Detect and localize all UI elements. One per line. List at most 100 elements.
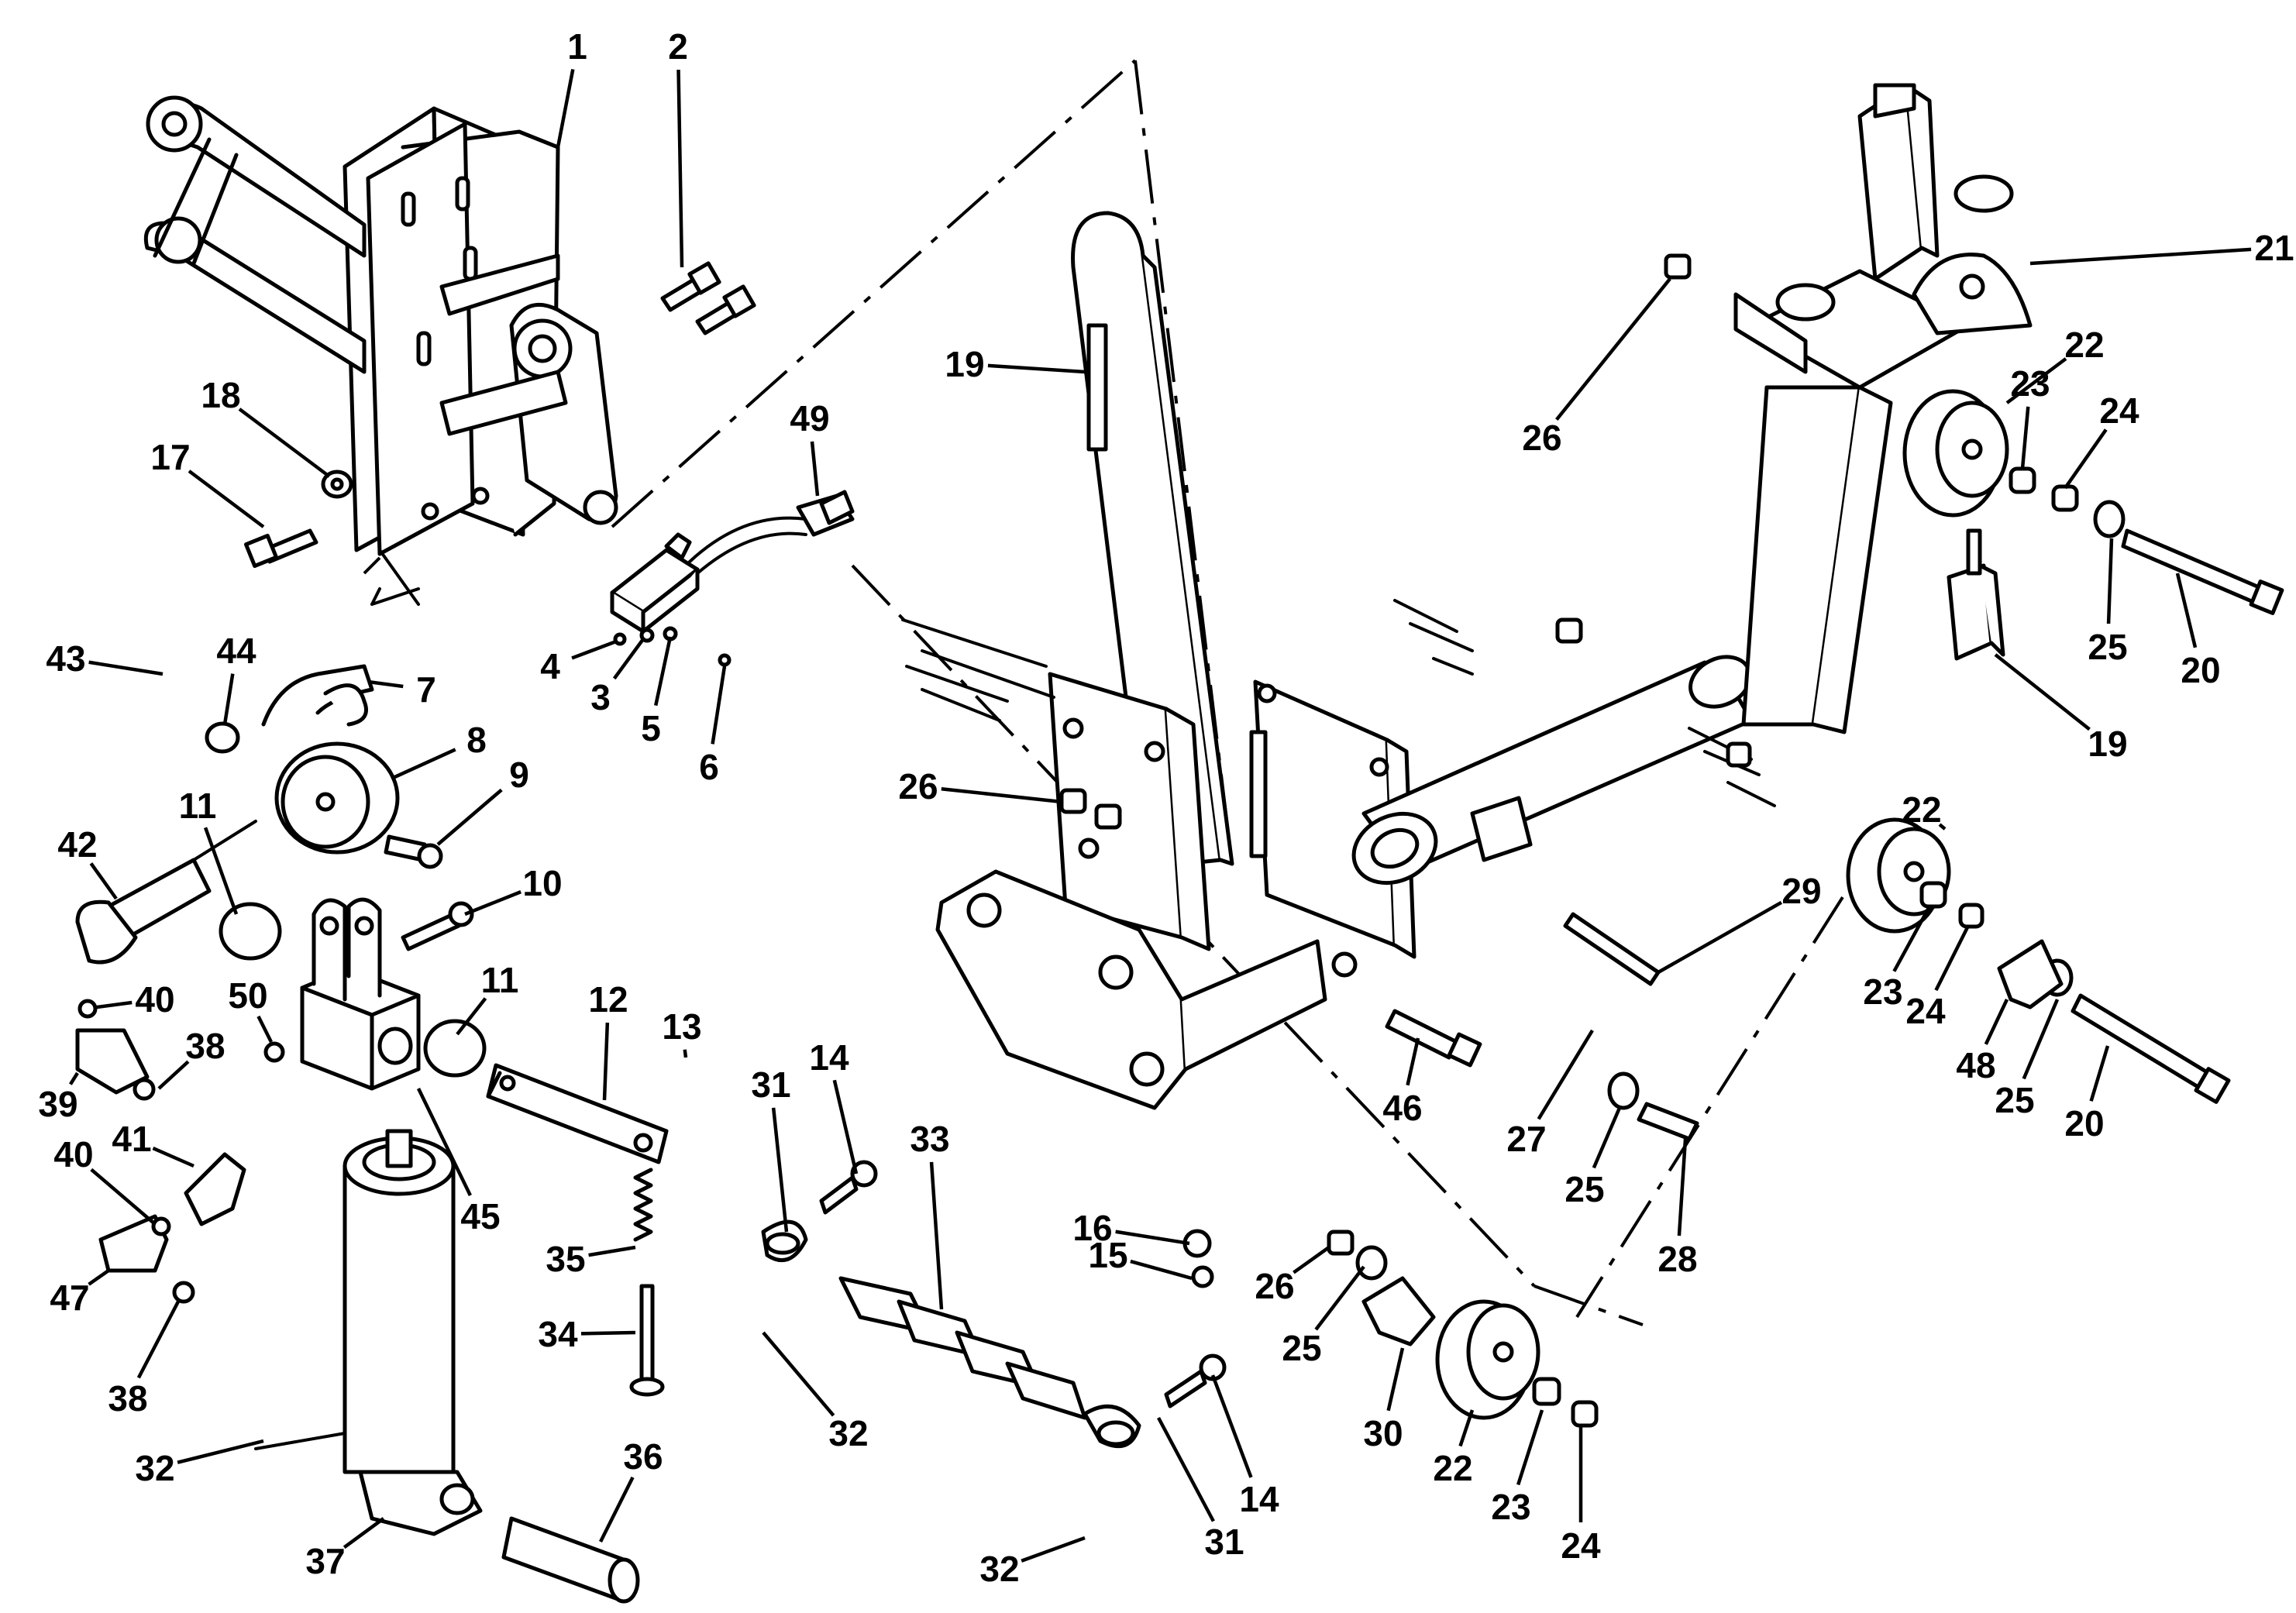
- pulleys-right: [1059, 253, 2284, 1428]
- callout-number-32: 32: [828, 1413, 868, 1453]
- pin: [501, 1516, 640, 1604]
- callout-leader-24: [2064, 428, 2108, 490]
- callout-leader-31: [771, 1107, 789, 1233]
- callout-leader-14: [832, 1079, 859, 1174]
- main-frame: [901, 211, 1776, 1110]
- callout-leader-49: [810, 441, 820, 497]
- callout-leader-40: [90, 1168, 157, 1226]
- callout-number-11: 11: [481, 960, 519, 1000]
- callout-number-19: 19: [2088, 724, 2127, 764]
- callout-leader-32: [762, 1331, 835, 1417]
- callout-number-9: 9: [509, 755, 529, 795]
- callout-leader-26: [1293, 1246, 1330, 1274]
- callout-leader-13: [683, 1049, 688, 1058]
- lever-bar: [486, 1063, 669, 1164]
- callout-leader-3: [612, 638, 645, 680]
- callout-leader-23: [1516, 1409, 1544, 1486]
- callout-number-24: 24: [2099, 390, 2139, 431]
- callout-leader-22: [1938, 823, 1947, 831]
- callout-leader-44: [222, 673, 235, 725]
- callout-leader-48: [1984, 999, 2009, 1045]
- callout-leader-23: [2020, 406, 2030, 469]
- callout-leader-28: [1677, 1138, 1688, 1236]
- callout-number-45: 45: [460, 1196, 500, 1236]
- callout-number-25: 25: [2088, 627, 2127, 667]
- callout-number-26: 26: [1522, 418, 1561, 458]
- callout-leader-50: [256, 1015, 274, 1044]
- callout-number-16: 16: [1072, 1208, 1112, 1248]
- callout-number-35: 35: [546, 1239, 585, 1279]
- callout-leader-25: [2106, 538, 2114, 624]
- callout-leader-38: [136, 1300, 180, 1379]
- callout-leader-20: [2089, 1045, 2110, 1102]
- callout-number-48: 48: [1956, 1045, 1995, 1085]
- callout-leader-46: [1406, 1037, 1420, 1086]
- callout-number-25: 25: [1565, 1169, 1604, 1209]
- callout-number-40: 40: [53, 1134, 93, 1174]
- callout-number-11: 11: [179, 786, 217, 826]
- callout-leader-2: [676, 69, 684, 268]
- callout-leader-19: [1994, 653, 2091, 731]
- callout-number-15: 15: [1088, 1235, 1127, 1275]
- callout-number-29: 29: [1781, 871, 1821, 911]
- callout-number-22: 22: [1902, 789, 1941, 830]
- callout-leader-12: [602, 1022, 610, 1101]
- callout-number-24: 24: [1561, 1525, 1601, 1566]
- callout-number-39: 39: [38, 1084, 77, 1124]
- callout-leader-25: [2022, 999, 2060, 1080]
- callout-number-1: 1: [567, 26, 587, 67]
- callout-leader-11: [203, 827, 239, 915]
- switch-harness: [610, 490, 855, 634]
- callout-leader-22: [1458, 1409, 1475, 1447]
- callout-leader-25: [1592, 1107, 1622, 1169]
- callout-number-28: 28: [1657, 1239, 1697, 1279]
- callout-leader-39: [68, 1071, 79, 1085]
- callout-leader-26: [1555, 277, 1671, 421]
- callout-leader-5: [654, 636, 673, 707]
- parts-drawing: [75, 59, 2284, 1604]
- callout-leader-41: [152, 1146, 194, 1168]
- callout-number-49: 49: [790, 398, 829, 439]
- callout-number-47: 47: [50, 1278, 89, 1318]
- callout-number-34: 34: [538, 1314, 578, 1354]
- callout-leader-24: [1934, 924, 1971, 992]
- spring-pin: [629, 1168, 665, 1397]
- callout-leader-27: [1537, 1029, 1594, 1120]
- callout-leader-37: [343, 1517, 385, 1549]
- callout-leader-17: [188, 469, 265, 528]
- callout-number-31: 31: [751, 1064, 790, 1105]
- callout-number-50: 50: [228, 975, 267, 1016]
- right-upright: [1733, 83, 2033, 734]
- callout-leader-36: [598, 1476, 635, 1543]
- callout-leader-33: [929, 1161, 944, 1310]
- callout-leader-32: [177, 1439, 264, 1464]
- callout-leader-43: [88, 660, 164, 676]
- hydraulic-hose: [75, 820, 257, 1304]
- callout-number-2: 2: [668, 26, 688, 67]
- callout-leader-38: [157, 1060, 190, 1090]
- callout-number-25: 25: [1995, 1080, 2034, 1120]
- callout-number-32: 32: [135, 1448, 174, 1488]
- callout-leader-10: [464, 890, 522, 917]
- callout-number-40: 40: [135, 979, 174, 1020]
- callout-number-26: 26: [1255, 1266, 1294, 1306]
- callout-number-19: 19: [945, 344, 984, 384]
- leader-lines: [68, 69, 2252, 1563]
- chain-assembly: [761, 1160, 1227, 1449]
- callout-leader-6: [711, 665, 727, 745]
- callout-leader-15: [1130, 1259, 1193, 1281]
- callout-leader-47: [88, 1269, 110, 1286]
- callout-number-10: 10: [522, 863, 562, 903]
- callout-leader-16: [1115, 1230, 1190, 1246]
- callout-leader-21: [2029, 247, 2252, 266]
- callout-number-13: 13: [662, 1006, 701, 1047]
- callout-number-42: 42: [57, 824, 97, 865]
- callout-number-12: 12: [588, 979, 628, 1020]
- callout-leader-1: [556, 69, 575, 148]
- callout-leader-42: [89, 862, 118, 900]
- hydraulic-cylinder: [254, 1129, 483, 1536]
- callout-leader-32: [1021, 1536, 1086, 1563]
- callout-number-22: 22: [2064, 325, 2104, 365]
